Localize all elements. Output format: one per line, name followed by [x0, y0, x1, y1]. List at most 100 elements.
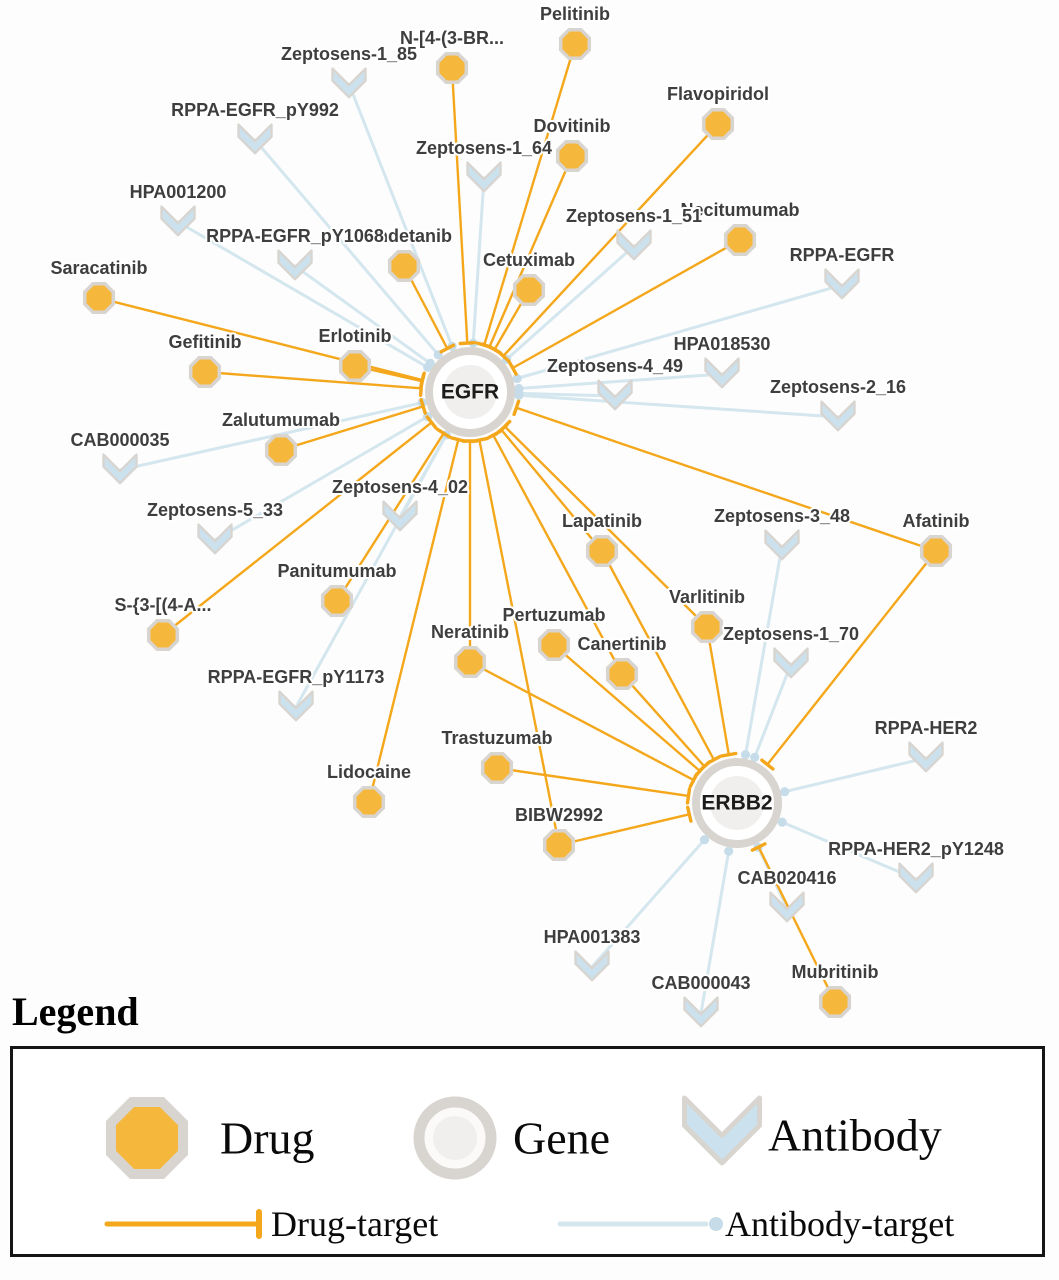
- node-label-zalutumumab: Zalutumumab: [222, 410, 340, 430]
- node-label-zeptosens_4_49: Zeptosens-4_49: [547, 356, 683, 376]
- drug-target-edge-canertinib: [620, 672, 712, 773]
- node-label-zeptosens_1_85: Zeptosens-1_85: [281, 44, 417, 64]
- node-label-rppa_her2: RPPA-HER2: [875, 718, 978, 738]
- gene-node-egfr: [425, 347, 515, 437]
- legend-gene-label: Gene: [513, 1112, 611, 1164]
- node-label-zeptosens_1_70: Zeptosens-1_70: [723, 624, 859, 644]
- node-label-hpa001383: HPA001383: [544, 927, 641, 947]
- drug-node-necitumumab: [723, 223, 757, 257]
- drug-node-trastuzumab: [480, 751, 514, 785]
- gene-label-egfr: EGFR: [441, 381, 499, 404]
- antibody-node-rppa_egfr_py992: [237, 123, 273, 155]
- drug-node-saracatinib: [82, 281, 116, 315]
- gene-icon: [413, 1096, 497, 1180]
- drug-target-edge-icon: [104, 1209, 262, 1239]
- drug-node-n_4_3_br: [435, 51, 469, 85]
- drug-node-panitumumab: [320, 584, 354, 618]
- node-label-rppa_egfr: RPPA-EGFR: [790, 245, 895, 265]
- drug-target-edge-bibw2992: [470, 437, 561, 847]
- node-label-rppa_egfr_py1068: RPPA-EGFR_pY1068: [206, 226, 384, 246]
- drug-node-flavopiridol: [701, 107, 735, 141]
- node-label-pertuzumab: Pertuzumab: [502, 605, 605, 625]
- label-layer: EGFRERBB2PelitinibN-[4-(3-BR...Dovitinib…: [48, 2, 1005, 995]
- node-label-cab020416: CAB020416: [737, 868, 836, 888]
- drug-node-lidocaine: [352, 785, 386, 819]
- node-label-zeptosens_1_51: Zeptosens-1_51: [566, 206, 702, 226]
- drug-node-lapatinib: [585, 534, 619, 568]
- drug-target-edge-gefitinib: [203, 370, 424, 397]
- legend-antibody-target-label: Antibody-target: [725, 1204, 955, 1244]
- node-label-canertinib: Canertinib: [577, 634, 666, 654]
- drug-octagon-shape: [106, 1097, 188, 1179]
- node-label-zeptosens_1_64: Zeptosens-1_64: [416, 138, 552, 158]
- drug-target-edge-pertuzumab: [552, 643, 707, 778]
- node-label-flavopiridol: Flavopiridol: [667, 84, 769, 104]
- drug-node-neratinib: [453, 645, 487, 679]
- drug-target-edge-flavopiridol: [496, 122, 720, 363]
- drug-target-edge-n_4_3_br: [450, 66, 476, 346]
- antibody-node-zeptosens_1_85: [331, 67, 367, 99]
- antibody-target-edge-zeptosens_2_16: [514, 390, 840, 419]
- gene-inner-shape: [433, 1116, 477, 1160]
- antibody-node-zeptosens_3_48: [764, 529, 800, 561]
- drug-node-varlitinib: [690, 610, 724, 644]
- node-label-cetuximab: Cetuximab: [483, 250, 575, 270]
- node-label-vandetanib: Vandetanib: [356, 226, 452, 246]
- node-label-erlotinib: Erlotinib: [319, 326, 392, 346]
- node-label-bibw2992: BIBW2992: [515, 805, 603, 825]
- legend-drug-label: Drug: [220, 1112, 315, 1164]
- node-label-zeptosens_5_33: Zeptosens-5_33: [147, 500, 283, 520]
- node-label-rppa_egfr_py992: RPPA-EGFR_pY992: [171, 100, 339, 120]
- drug-node-bibw2992: [542, 828, 576, 862]
- antibody-target-edge-rppa_egfr_py1068: [293, 264, 435, 368]
- drug-target-edge-canertinib: [485, 430, 624, 676]
- node-label-necitumumab: Necitumumab: [680, 200, 799, 220]
- antibody-target-edge-rppa_egfr: [512, 283, 844, 384]
- antibody-edge-layer: [118, 82, 928, 1015]
- node-label-hpa001200: HPA001200: [130, 182, 227, 202]
- drug-node-cetuximab: [512, 273, 546, 307]
- antibody-node-cab020416: [769, 891, 805, 923]
- legend-antibody-label: Antibody: [768, 1109, 942, 1161]
- drug-node-gefitinib: [188, 355, 222, 389]
- antibody-node-zeptosens_2_16: [820, 400, 856, 432]
- node-label-s_3_4_a: S-{3-[(4-A...: [114, 595, 211, 615]
- antibody-target-edge-zeptosens_3_48: [740, 544, 784, 760]
- drug-node-vandetanib: [387, 249, 421, 283]
- antibody-node-zeptosens_4_49: [597, 379, 633, 411]
- drug-node-canertinib: [605, 657, 639, 691]
- antibody-target-edge-icon: [557, 1217, 723, 1231]
- antibody-node-rppa_her2: [908, 741, 944, 773]
- node-label-dovitinib: Dovitinib: [534, 116, 611, 136]
- antibody-target-edge-hpa018530: [514, 372, 724, 394]
- node-label-afatinib: Afatinib: [903, 511, 970, 531]
- drug-target-edge-s_3_4_a: [161, 415, 438, 637]
- drug-node-afatinib: [919, 534, 953, 568]
- drug-node-zalutumumab: [264, 433, 298, 467]
- node-label-panitumumab: Panitumumab: [277, 561, 396, 581]
- antibody-node-cab000035: [102, 453, 138, 485]
- drug-target-edge-trastuzumab: [495, 766, 692, 805]
- antibody-node-cab000043: [683, 996, 719, 1028]
- antibody-target-edge-cab000043: [699, 846, 734, 1015]
- antibody-node-zeptosens_5_33: [197, 523, 233, 555]
- antibody-node-zeptosens_4_02: [382, 500, 418, 532]
- drug-edge-layer: [97, 42, 938, 1004]
- drug-node-pelitinib: [558, 27, 592, 61]
- antibody-node-rppa_egfr_py1173: [278, 690, 314, 722]
- drug-node-dovitinib: [555, 139, 589, 173]
- gene-label-erbb2: ERBB2: [701, 792, 772, 815]
- antibody-node-hpa001383: [574, 950, 610, 982]
- drug-target-edge-zalutumumab: [279, 398, 427, 452]
- antibody-node-zeptosens_1_64: [466, 161, 502, 193]
- node-label-mubritinib: Mubritinib: [792, 962, 879, 982]
- node-label-zeptosens_3_48: Zeptosens-3_48: [714, 506, 850, 526]
- antibody-target-edge-rppa_her2: [780, 756, 928, 797]
- drug-target-edge-afatinib: [760, 549, 938, 771]
- antibody-node-zeptosens_1_51: [616, 229, 652, 261]
- antibody-target-dot: [709, 1217, 723, 1231]
- antibody-target-edge-zeptosens_1_64: [468, 176, 486, 348]
- drug-target-edge-varlitinib: [498, 419, 709, 629]
- antibody-node-rppa_her2_py1248: [898, 862, 934, 894]
